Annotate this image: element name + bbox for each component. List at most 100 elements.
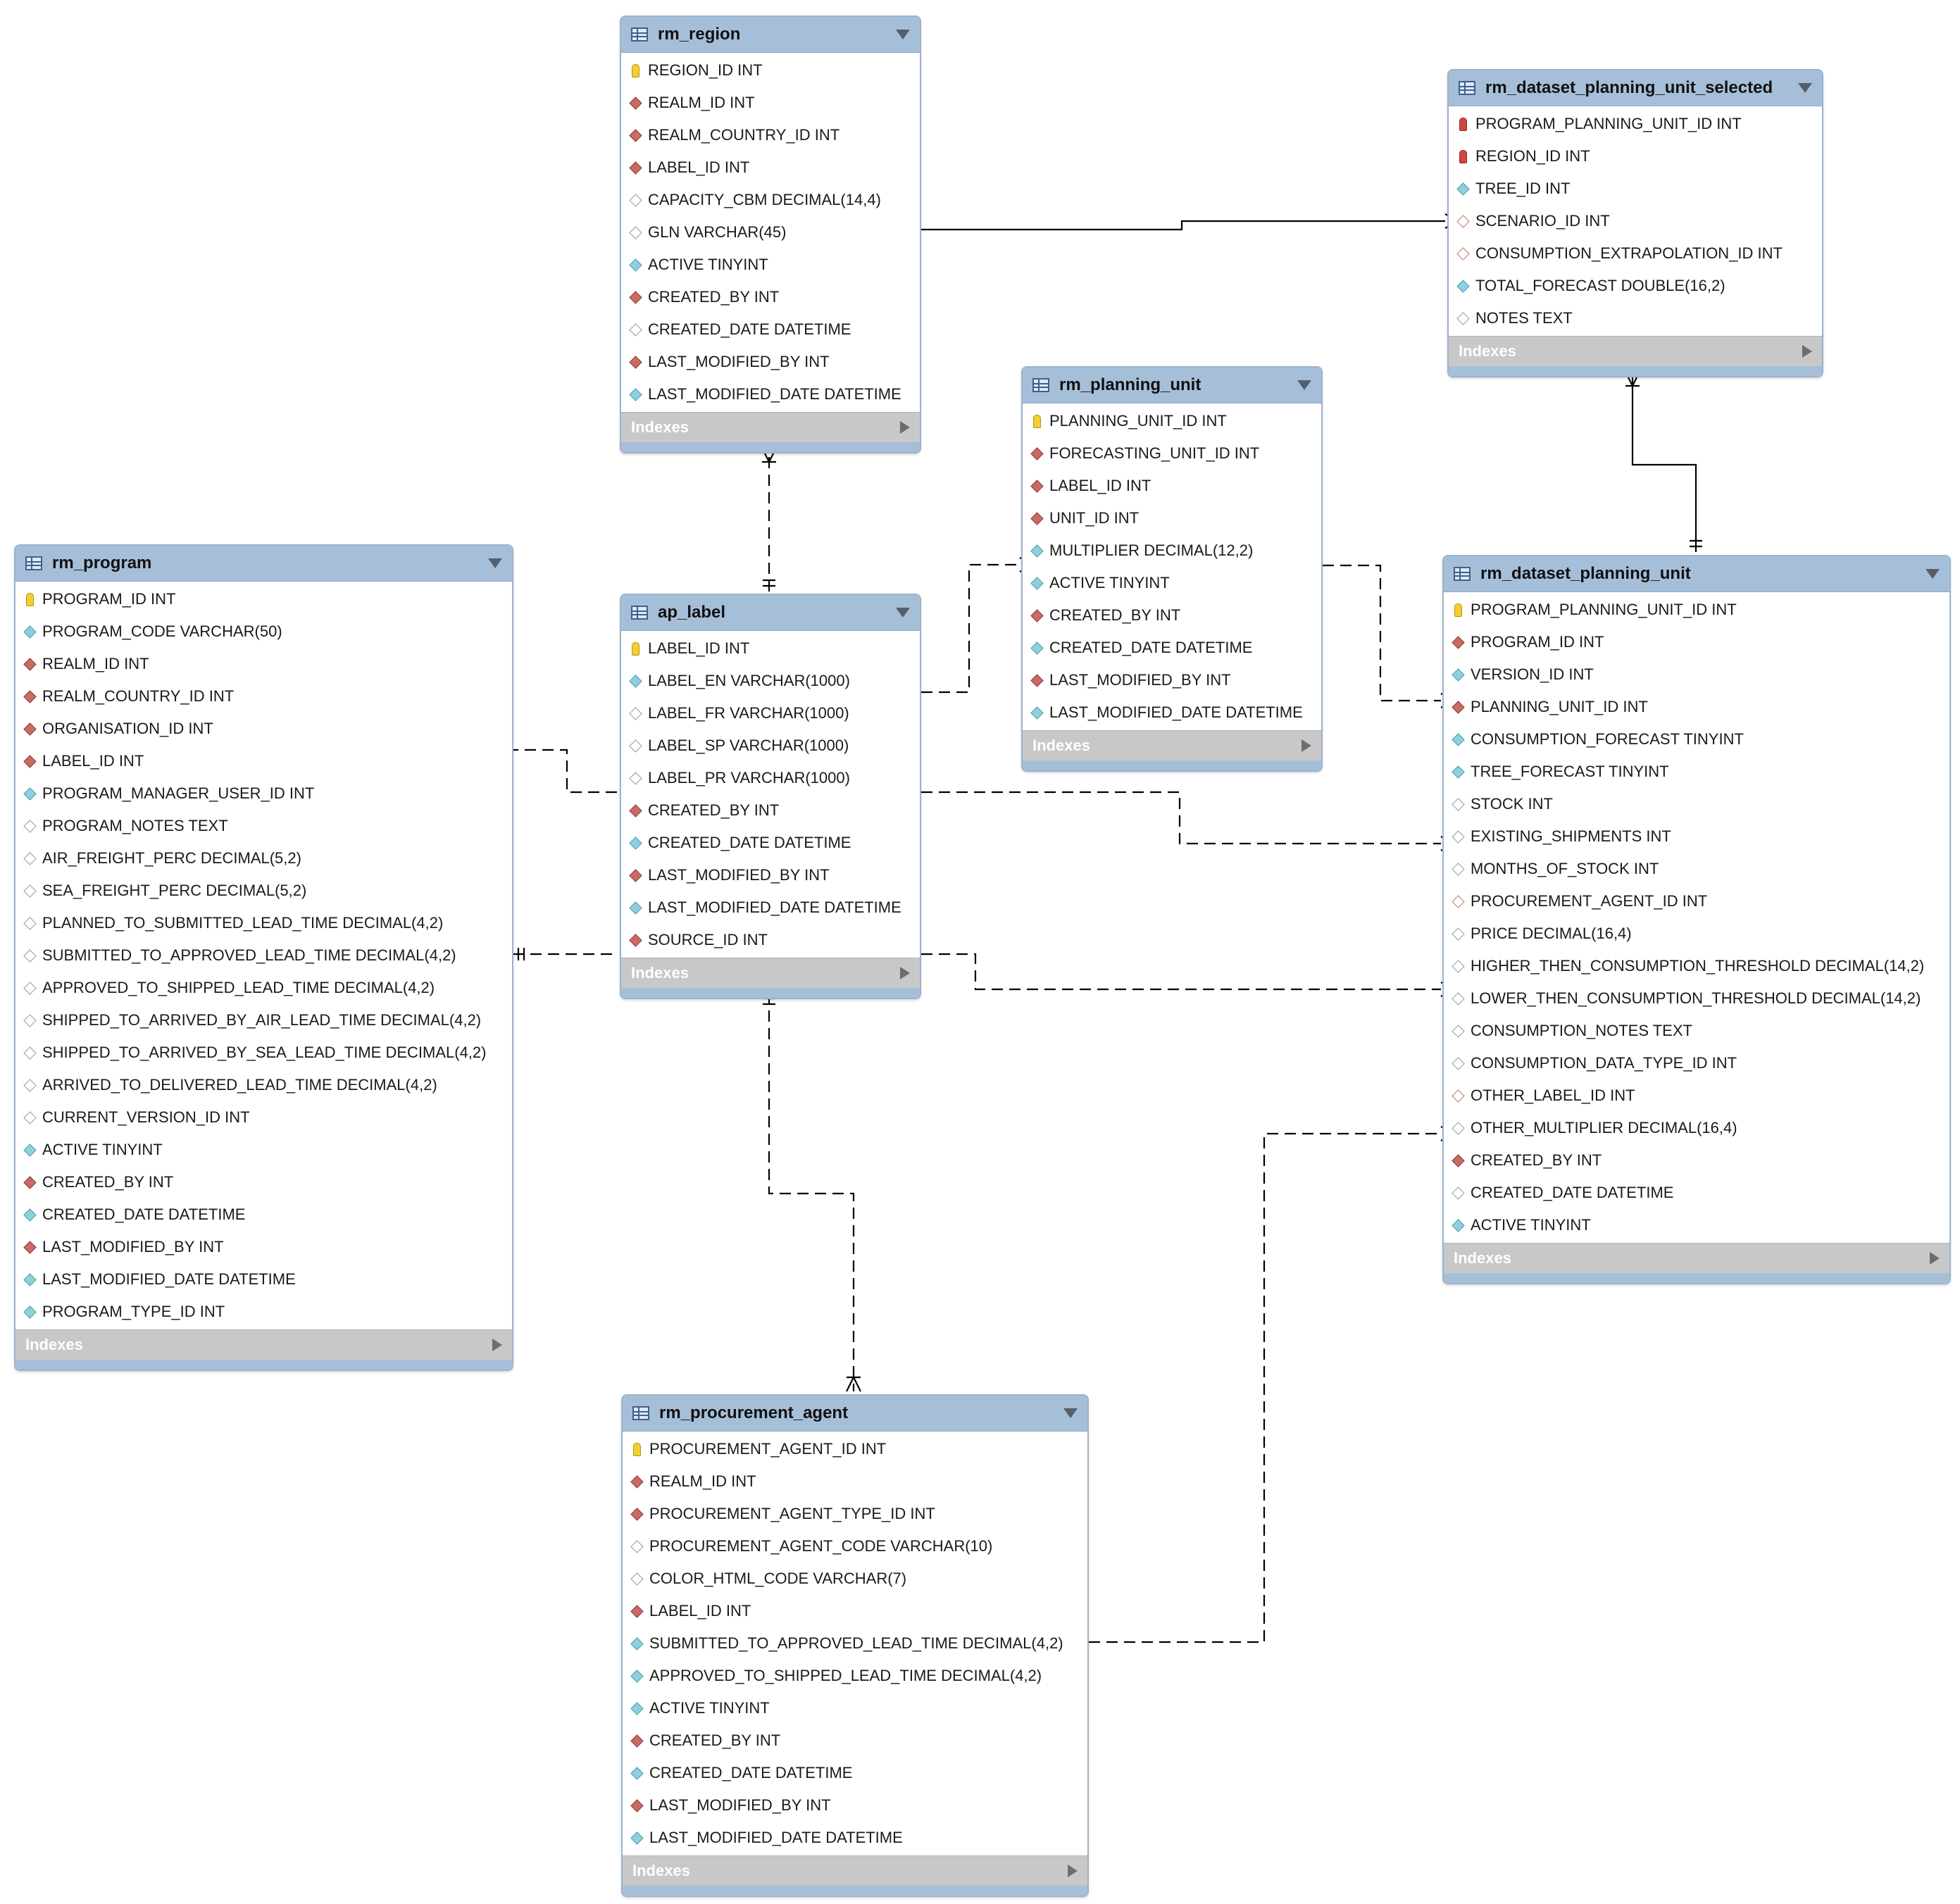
column-row[interactable]: CREATED_BY INT	[621, 281, 920, 313]
table-header[interactable]: rm_procurement_agent	[623, 1396, 1087, 1432]
collapse-arrow-icon[interactable]	[488, 558, 502, 568]
column-row[interactable]: SCENARIO_ID INT	[1449, 205, 1822, 237]
column-row[interactable]: ACTIVE TINYINT	[623, 1692, 1087, 1724]
table-header[interactable]: ap_label	[621, 595, 920, 631]
collapse-arrow-icon[interactable]	[1063, 1408, 1078, 1418]
column-row[interactable]: LAST_MODIFIED_BY INT	[1023, 664, 1321, 696]
expand-indexes-icon[interactable]	[1930, 1252, 1940, 1265]
collapse-arrow-icon[interactable]	[896, 608, 910, 618]
indexes-section[interactable]: Indexes	[1023, 730, 1321, 760]
column-row[interactable]: TREE_ID INT	[1449, 173, 1822, 205]
column-row[interactable]: FORECASTING_UNIT_ID INT	[1023, 437, 1321, 470]
column-row[interactable]: ACTIVE TINYINT	[15, 1134, 512, 1166]
column-row[interactable]: CREATED_DATE DATETIME	[1444, 1177, 1949, 1209]
column-row[interactable]: CONSUMPTION_DATA_TYPE_ID INT	[1444, 1047, 1949, 1079]
column-row[interactable]: CREATED_BY INT	[1023, 599, 1321, 632]
column-row[interactable]: CREATED_BY INT	[621, 794, 920, 827]
collapse-arrow-icon[interactable]	[1297, 380, 1311, 390]
column-row[interactable]: CREATED_BY INT	[15, 1166, 512, 1198]
column-row[interactable]: EXISTING_SHIPMENTS INT	[1444, 820, 1949, 853]
column-row[interactable]: TOTAL_FORECAST DOUBLE(16,2)	[1449, 270, 1822, 302]
column-row[interactable]: PROGRAM_ID INT	[1444, 626, 1949, 658]
column-row[interactable]: LABEL_EN VARCHAR(1000)	[621, 665, 920, 697]
expand-indexes-icon[interactable]	[492, 1339, 502, 1351]
column-row[interactable]: UNIT_ID INT	[1023, 502, 1321, 534]
column-row[interactable]: SHIPPED_TO_ARRIVED_BY_SEA_LEAD_TIME DECI…	[15, 1036, 512, 1069]
column-row[interactable]: SHIPPED_TO_ARRIVED_BY_AIR_LEAD_TIME DECI…	[15, 1004, 512, 1036]
column-row[interactable]: REALM_COUNTRY_ID INT	[621, 119, 920, 151]
column-row[interactable]: HIGHER_THEN_CONSUMPTION_THRESHOLD DECIMA…	[1444, 950, 1949, 982]
column-row[interactable]: CONSUMPTION_FORECAST TINYINT	[1444, 723, 1949, 756]
collapse-arrow-icon[interactable]	[1925, 569, 1940, 579]
column-row[interactable]: LAST_MODIFIED_DATE DATETIME	[15, 1263, 512, 1296]
column-row[interactable]: PROCUREMENT_AGENT_ID INT	[623, 1433, 1087, 1465]
column-row[interactable]: ACTIVE TINYINT	[1444, 1209, 1949, 1241]
column-row[interactable]: PROGRAM_NOTES TEXT	[15, 810, 512, 842]
column-row[interactable]: PROGRAM_PLANNING_UNIT_ID INT	[1449, 108, 1822, 140]
column-row[interactable]: CREATED_DATE DATETIME	[623, 1757, 1087, 1789]
table-header[interactable]: rm_dataset_planning_unit	[1444, 556, 1949, 592]
column-row[interactable]: LAST_MODIFIED_DATE DATETIME	[1023, 696, 1321, 729]
indexes-section[interactable]: Indexes	[1449, 336, 1822, 366]
column-row[interactable]: OTHER_MULTIPLIER DECIMAL(16,4)	[1444, 1112, 1949, 1144]
column-row[interactable]: PROGRAM_PLANNING_UNIT_ID INT	[1444, 594, 1949, 626]
column-row[interactable]: LAST_MODIFIED_BY INT	[621, 346, 920, 378]
column-row[interactable]: OTHER_LABEL_ID INT	[1444, 1079, 1949, 1112]
column-row[interactable]: COLOR_HTML_CODE VARCHAR(7)	[623, 1562, 1087, 1595]
indexes-section[interactable]: Indexes	[15, 1329, 512, 1360]
column-row[interactable]: ACTIVE TINYINT	[1023, 567, 1321, 599]
column-row[interactable]: LABEL_ID INT	[623, 1595, 1087, 1627]
column-row[interactable]: PROCUREMENT_AGENT_ID INT	[1444, 885, 1949, 917]
expand-indexes-icon[interactable]	[1302, 739, 1311, 752]
column-row[interactable]: CREATED_BY INT	[623, 1724, 1087, 1757]
indexes-section[interactable]: Indexes	[1444, 1243, 1949, 1273]
expand-indexes-icon[interactable]	[900, 967, 910, 979]
column-row[interactable]: REALM_ID INT	[15, 648, 512, 680]
table-header[interactable]: rm_dataset_planning_unit_selected	[1449, 70, 1822, 106]
column-row[interactable]: LAST_MODIFIED_DATE DATETIME	[623, 1822, 1087, 1854]
column-row[interactable]: LAST_MODIFIED_BY INT	[623, 1789, 1087, 1822]
column-row[interactable]: LABEL_ID INT	[15, 745, 512, 777]
column-row[interactable]: LABEL_ID INT	[1023, 470, 1321, 502]
table-header[interactable]: rm_planning_unit	[1023, 368, 1321, 403]
column-row[interactable]: STOCK INT	[1444, 788, 1949, 820]
column-row[interactable]: ARRIVED_TO_DELIVERED_LEAD_TIME DECIMAL(4…	[15, 1069, 512, 1101]
column-row[interactable]: CREATED_BY INT	[1444, 1144, 1949, 1177]
column-row[interactable]: LABEL_FR VARCHAR(1000)	[621, 697, 920, 729]
expand-indexes-icon[interactable]	[1068, 1865, 1078, 1877]
column-row[interactable]: APPROVED_TO_SHIPPED_LEAD_TIME DECIMAL(4,…	[15, 972, 512, 1004]
column-row[interactable]: REALM_COUNTRY_ID INT	[15, 680, 512, 713]
table-header[interactable]: rm_program	[15, 546, 512, 582]
column-row[interactable]: AIR_FREIGHT_PERC DECIMAL(5,2)	[15, 842, 512, 875]
column-row[interactable]: CREATED_DATE DATETIME	[621, 827, 920, 859]
column-row[interactable]: NOTES TEXT	[1449, 302, 1822, 334]
column-row[interactable]: SUBMITTED_TO_APPROVED_LEAD_TIME DECIMAL(…	[623, 1627, 1087, 1660]
expand-indexes-icon[interactable]	[1802, 345, 1812, 358]
column-row[interactable]: PROGRAM_MANAGER_USER_ID INT	[15, 777, 512, 810]
column-row[interactable]: LABEL_ID INT	[621, 632, 920, 665]
column-row[interactable]: LABEL_ID INT	[621, 151, 920, 184]
column-row[interactable]: CAPACITY_CBM DECIMAL(14,4)	[621, 184, 920, 216]
table-header[interactable]: rm_region	[621, 17, 920, 53]
column-row[interactable]: CREATED_DATE DATETIME	[621, 313, 920, 346]
indexes-section[interactable]: Indexes	[623, 1855, 1087, 1886]
column-row[interactable]: REALM_ID INT	[621, 87, 920, 119]
column-row[interactable]: LABEL_SP VARCHAR(1000)	[621, 729, 920, 762]
column-row[interactable]: ACTIVE TINYINT	[621, 249, 920, 281]
column-row[interactable]: MONTHS_OF_STOCK INT	[1444, 853, 1949, 885]
column-row[interactable]: MULTIPLIER DECIMAL(12,2)	[1023, 534, 1321, 567]
column-row[interactable]: CREATED_DATE DATETIME	[1023, 632, 1321, 664]
column-row[interactable]: CONSUMPTION_NOTES TEXT	[1444, 1015, 1949, 1047]
column-row[interactable]: VERSION_ID INT	[1444, 658, 1949, 691]
column-row[interactable]: CURRENT_VERSION_ID INT	[15, 1101, 512, 1134]
column-row[interactable]: PROGRAM_TYPE_ID INT	[15, 1296, 512, 1328]
indexes-section[interactable]: Indexes	[621, 412, 920, 442]
column-row[interactable]: REGION_ID INT	[1449, 140, 1822, 173]
